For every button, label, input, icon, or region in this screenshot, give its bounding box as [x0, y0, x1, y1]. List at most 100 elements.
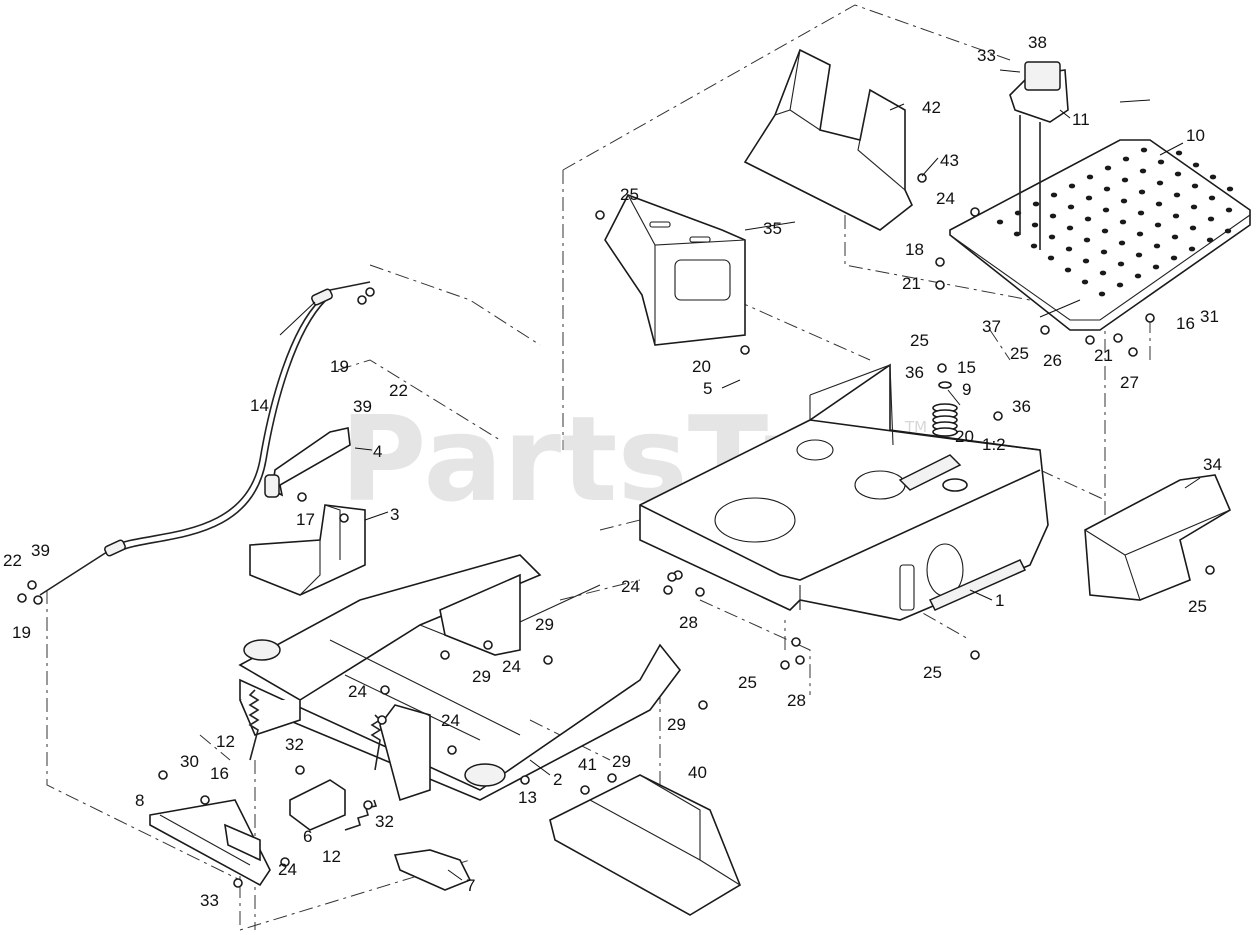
part-42-seat-panel — [743, 48, 913, 231]
part-1-main-frame — [639, 363, 1049, 621]
plate-hole — [1084, 216, 1092, 222]
callout-18: 18 — [905, 240, 924, 259]
plate-hole — [1175, 150, 1183, 156]
part-7-bracket — [393, 849, 472, 891]
plate-hole — [1154, 222, 1162, 228]
plate-hole — [1086, 174, 1094, 180]
fastener — [970, 650, 980, 660]
callout-19-top: 19 — [330, 357, 349, 376]
plate-hole — [1121, 177, 1129, 183]
plate-hole — [1117, 261, 1125, 267]
callout-12-bottom: 12 — [322, 847, 341, 866]
callout-1: 1 — [995, 591, 1004, 610]
part-14-control-cable — [39, 281, 371, 596]
plate-hole — [1083, 237, 1091, 243]
fastener — [377, 715, 387, 725]
plate-hole — [1155, 201, 1163, 207]
callout-24-left: 24 — [348, 682, 367, 701]
plate-hole — [1101, 228, 1109, 234]
fastener — [695, 587, 705, 597]
part-9-spring — [932, 381, 968, 492]
plate-hole — [1152, 264, 1160, 270]
plate-hole — [1189, 225, 1197, 231]
callout-13: 13 — [518, 788, 537, 807]
callout-25-plate: 25 — [1010, 344, 1029, 363]
fastener — [33, 595, 43, 605]
callout-27: 27 — [1120, 373, 1139, 392]
fastener — [993, 411, 1003, 421]
plate-hole — [1134, 273, 1142, 279]
fastener — [970, 207, 980, 217]
plate-hole — [1050, 192, 1058, 198]
plate-hole — [1138, 189, 1146, 195]
plate-hole — [1191, 183, 1199, 189]
callout-25-right: 25 — [923, 663, 942, 682]
callout-2: 2 — [553, 770, 562, 789]
callout-42: 42 — [922, 98, 941, 117]
fastener — [27, 580, 37, 590]
fastener — [17, 593, 27, 603]
callout-8: 8 — [135, 791, 144, 810]
callout-39-top: 39 — [353, 397, 372, 416]
callout-28-lower: 28 — [787, 691, 806, 710]
callout-26: 26 — [1043, 351, 1062, 370]
plate-hole — [1049, 213, 1057, 219]
plate-hole — [1116, 282, 1124, 288]
callout-22-top: 22 — [389, 381, 408, 400]
foot-plate-hole-pattern — [996, 147, 1234, 297]
fastener — [357, 295, 367, 305]
callout-36-frame: 36 — [905, 363, 924, 382]
callout-14: 14 — [250, 396, 269, 415]
plate-hole — [1192, 162, 1200, 168]
plate-hole — [1100, 249, 1108, 255]
callout-40: 40 — [688, 763, 707, 782]
plate-hole — [1030, 243, 1038, 249]
callout-16-right: 16 — [1176, 314, 1195, 333]
fastener — [937, 363, 947, 373]
part-6-bracket — [289, 779, 346, 831]
plate-hole — [1140, 147, 1148, 153]
callout-34: 34 — [1203, 455, 1222, 474]
part-10-foot-plate — [949, 139, 1251, 331]
callout-37: 37 — [982, 317, 1001, 336]
plate-hole — [1225, 207, 1233, 213]
callout-1-2: 1:2 — [982, 435, 1006, 454]
callout-29-mid: 29 — [472, 667, 491, 686]
callout-25-lower: 25 — [738, 673, 757, 692]
callout-11: 11 — [1072, 110, 1090, 129]
fastener — [295, 765, 305, 775]
fastener — [580, 785, 590, 795]
plate-hole — [1188, 246, 1196, 252]
plate-hole — [1153, 243, 1161, 249]
fastener — [365, 287, 375, 297]
fastener — [698, 700, 708, 710]
fastener — [795, 655, 805, 665]
plate-hole — [1119, 219, 1127, 225]
plate-hole — [1208, 195, 1216, 201]
callout-leaders — [279, 69, 1201, 881]
fastener — [200, 795, 210, 805]
plate-hole — [996, 219, 1004, 225]
callout-19-left: 19 — [12, 623, 31, 642]
plate-hole — [1102, 207, 1110, 213]
callout-30: 30 — [180, 752, 199, 771]
callout-6: 6 — [303, 827, 312, 846]
part-11-switch-bracket — [1009, 61, 1069, 250]
callout-24-frame: 24 — [621, 577, 640, 596]
callout-7: 7 — [466, 876, 475, 895]
plate-hole — [1065, 246, 1073, 252]
callout-4: 4 — [373, 442, 382, 461]
fastener — [543, 655, 553, 665]
fastener — [158, 770, 168, 780]
fastener — [935, 280, 945, 290]
fastener — [780, 660, 790, 670]
plate-hole — [1172, 213, 1180, 219]
plate-hole — [1139, 168, 1147, 174]
fastener — [297, 492, 307, 502]
callout-3: 3 — [390, 505, 399, 524]
callout-24-center: 24 — [441, 711, 460, 730]
plate-hole — [1171, 234, 1179, 240]
callout-21-right: 21 — [1094, 346, 1113, 365]
plate-hole — [1031, 222, 1039, 228]
